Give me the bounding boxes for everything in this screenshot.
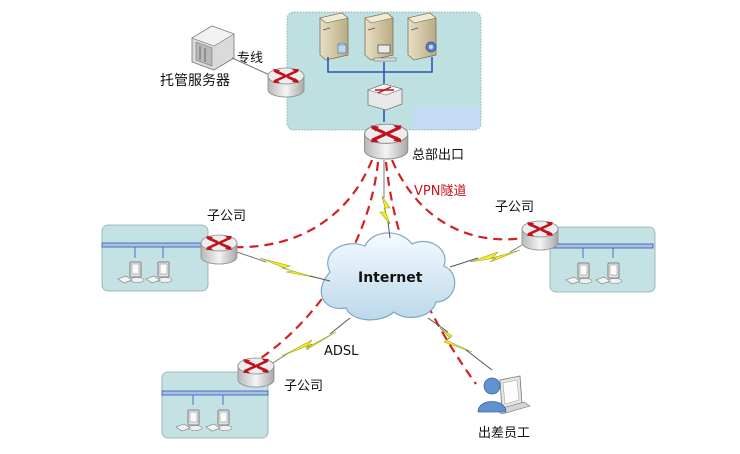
left-branch-lan-bus (101, 242, 213, 248)
hq-switch-icon (367, 83, 403, 111)
lightning-right-branch (469, 249, 521, 263)
right-branch-label: 子公司 (495, 200, 535, 215)
remote-employee-label: 出差员工 (478, 426, 531, 441)
database-server-icon (319, 12, 349, 61)
lightning-left-branch (259, 257, 319, 279)
leased-line (231, 57, 273, 77)
print-server-icon (364, 12, 397, 62)
hq-exit-label: 总部出口 (412, 148, 465, 163)
lightning-bottom-branch (281, 331, 337, 357)
hq-lan-wiring (327, 57, 433, 122)
bottom-branch-label: 子公司 (284, 379, 324, 394)
hq-router-icon (363, 122, 410, 161)
lightning-hq (379, 195, 391, 225)
bottom-branch-lan-bus (161, 390, 269, 396)
hosted-server-label: 托管服务器 (160, 73, 230, 89)
right-branch-router-icon (520, 219, 560, 252)
vpn-tunnel-right-branch (390, 159, 531, 241)
left-branch-router-icon (199, 233, 239, 266)
right-branch-lan-bus (544, 243, 654, 249)
vpn-tunnel-label: VPN隧道 (414, 184, 467, 199)
remote-employee-icon (477, 375, 531, 415)
hosted-router-icon (266, 66, 306, 99)
web-server-icon (407, 12, 437, 61)
hq-box-highlight (413, 108, 480, 129)
internet-cloud-icon (320, 232, 456, 321)
adsl-label: ADSL (324, 344, 359, 359)
hosted-server-icon (191, 25, 235, 71)
vpn-tunnel-left-branch (229, 159, 374, 249)
internet-label: Internet (358, 270, 423, 286)
leased-line-label: 专线 (237, 51, 264, 66)
left-branch-label: 子公司 (207, 209, 247, 224)
right-branch-lan-box (549, 226, 656, 293)
lightning-remote-employee (439, 327, 473, 353)
wan-links (236, 160, 523, 371)
bottom-branch-router-icon (236, 356, 276, 389)
